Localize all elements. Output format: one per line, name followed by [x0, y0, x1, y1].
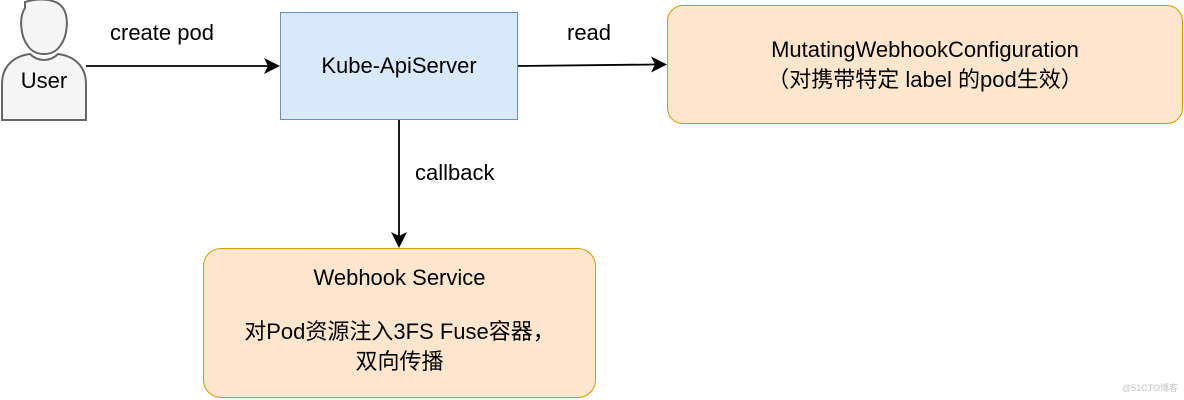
- webhook-service-node: Webhook Service 对Pod资源注入3FS Fuse容器， 双向传播: [203, 248, 596, 398]
- user-label: User: [20, 68, 68, 93]
- edge-label-create-pod: create pod: [110, 20, 214, 46]
- mutating-config-title: MutatingWebhookConfiguration: [771, 36, 1079, 62]
- watermark: @51CTO博客: [1122, 383, 1178, 393]
- webhook-service-desc-line2: 双向传播: [355, 349, 444, 374]
- webhook-service-desc-line1: 对Pod资源注入3FS Fuse容器，: [244, 319, 555, 344]
- edge-label-read: read: [567, 20, 612, 46]
- mutating-config-scope: （对携带特定 label 的pod生效）: [767, 66, 1083, 92]
- edge-read: [517, 56, 667, 73]
- kube-apiserver-label: Kube-ApiServer: [321, 53, 477, 78]
- edge-callback: [391, 120, 407, 248]
- webhook-service-title: Webhook Service: [313, 265, 486, 290]
- edge-create-pod: [86, 58, 280, 74]
- user-actor-icon: [1, 0, 87, 121]
- kube-apiserver-node: Kube-ApiServer: [280, 12, 518, 120]
- edge-label-callback: callback: [415, 160, 495, 186]
- mutating-webhook-configuration-node: MutatingWebhookConfiguration （对携带特定 labe…: [667, 5, 1183, 124]
